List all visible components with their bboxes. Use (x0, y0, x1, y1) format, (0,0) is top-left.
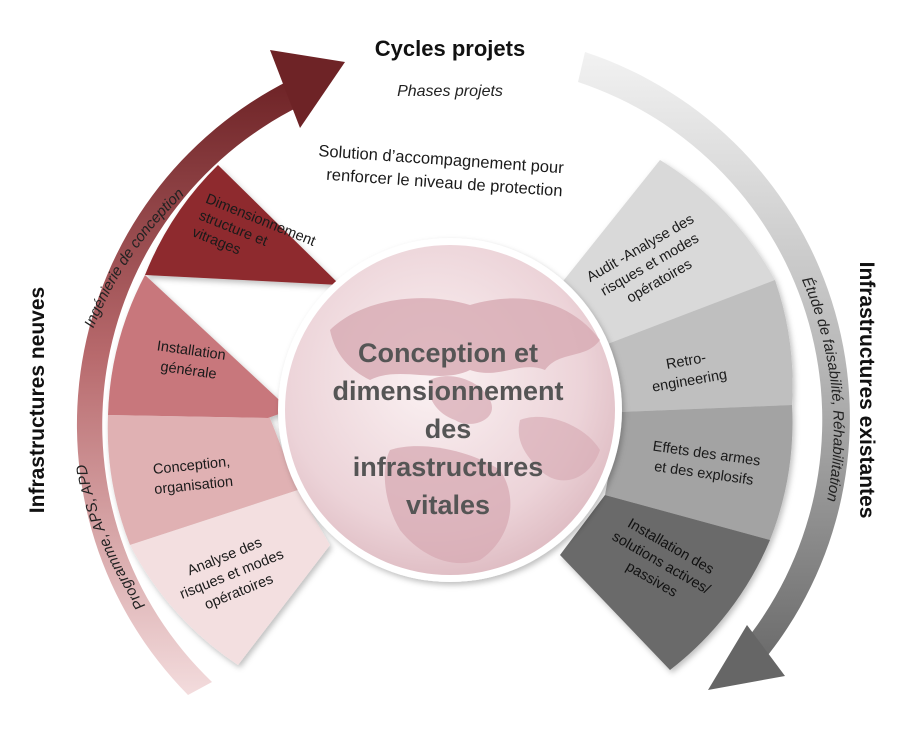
left-segment-2 (108, 275, 290, 418)
left-cycle-arrow (76, 50, 345, 695)
right-segment-2 (605, 280, 793, 412)
right-seg2-line1: Retro- (665, 350, 708, 373)
right-cycle-arrow (578, 52, 850, 690)
left-seg2-line2: générale (159, 359, 217, 383)
right-segment-3 (605, 405, 793, 540)
globe (278, 238, 622, 582)
left-segment-4 (130, 490, 330, 665)
header-title: Cycles projets (375, 36, 525, 61)
right-segments (560, 160, 793, 670)
right-segment-1 (560, 160, 775, 345)
right-title: Infrastructures existantes (855, 262, 878, 519)
center-line-3: des (425, 414, 472, 444)
header-subtitle: Phases projets (397, 83, 503, 100)
left-title: Infrastructures neuves (26, 287, 49, 513)
center-line-1: Conception et (358, 338, 538, 368)
center-line-4: infrastructures (353, 452, 544, 482)
left-segment-1 (145, 165, 340, 285)
top-caption: Solution d’accompagnement pour renforcer… (318, 142, 565, 200)
center-line-5: vitales (406, 490, 490, 520)
left-segment-3 (107, 415, 298, 545)
left-segments (107, 165, 340, 665)
center-title: Conception et dimensionnement des infras… (332, 338, 563, 520)
center-line-2: dimensionnement (332, 376, 563, 406)
right-segment-4 (560, 495, 770, 670)
